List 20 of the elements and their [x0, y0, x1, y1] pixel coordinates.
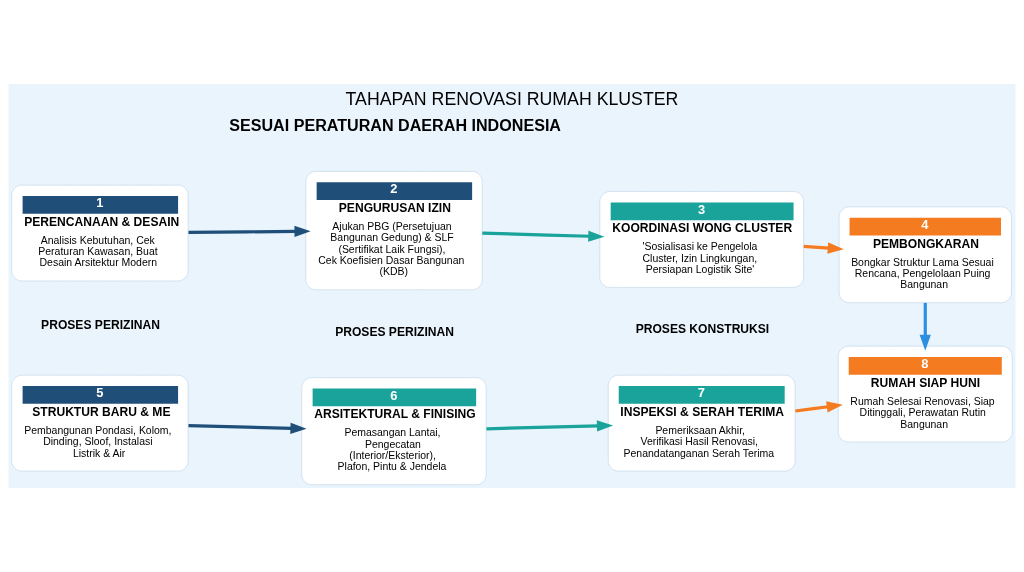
arrow — [188, 422, 307, 435]
arrow — [803, 242, 844, 254]
node-box: 5 STRUKTUR BARU & ME Pembangunan Pondasi, Kolom, Dinding, Sloof, Instalasi Listrik & Air — [11, 374, 189, 472]
arrow — [486, 420, 614, 432]
node-box: 2 PENGURUSAN IZIN Ajukan PBG (Persetujuan Bangunan Gedung) & SLF (Sertifikat Laik Fungsi), Cek Koefisien Dasar Bangunan (KDB) — [305, 171, 483, 291]
node-box: 4 PEMBONGKARAN Bongkar Struktur Lama Sesuai Rencana, Pengelolaan Puing Bangunan — [838, 206, 1012, 304]
node-box: 7 INSPEKSI & SERAH TERIMA Pemeriksaan Akhir, Verifikasi Hasil Renovasi, Penandatanganan Serah Terima — [607, 374, 796, 472]
label: PROSES PERIZINAN — [41, 318, 160, 333]
label: PROSES PERIZINAN — [335, 324, 454, 339]
arrow — [919, 302, 931, 351]
arrow — [795, 401, 843, 413]
node-box: 1 PERENCANAAN & DESAIN Analisis Kebutuhan, Cek Peraturan Kawasan, Buat Desain Arsitektur Modern — [11, 184, 189, 282]
label: SESUAI PERATURAN DAERAH INDONESIA — [229, 115, 562, 134]
label: PROSES KONSTRUKSI — [635, 322, 770, 337]
diagram-title: TAHAPAN RENOVASI RUMAH KLUSTER — [345, 88, 679, 109]
node-box: 8 RUMAH SIAP HUNI Rumah Selesai Renovasi, Siap Ditinggali, Perawatan Rutin Bangunan — [837, 345, 1013, 443]
node-box: 6 ARSITEKTURAL & FINISING Pemasangan Lantai, Pengecatan (Interior/Eksterior), Plafon, Pintu & Jendela — [301, 377, 487, 486]
arrow — [188, 225, 311, 238]
arrow — [482, 230, 605, 242]
node-box: 3 KOORDINASI WONG CLUSTER 'Sosialisasi ke Pengelola Cluster, Izin Lingkungan, Persiapan Logistik Site' — [599, 191, 805, 288]
